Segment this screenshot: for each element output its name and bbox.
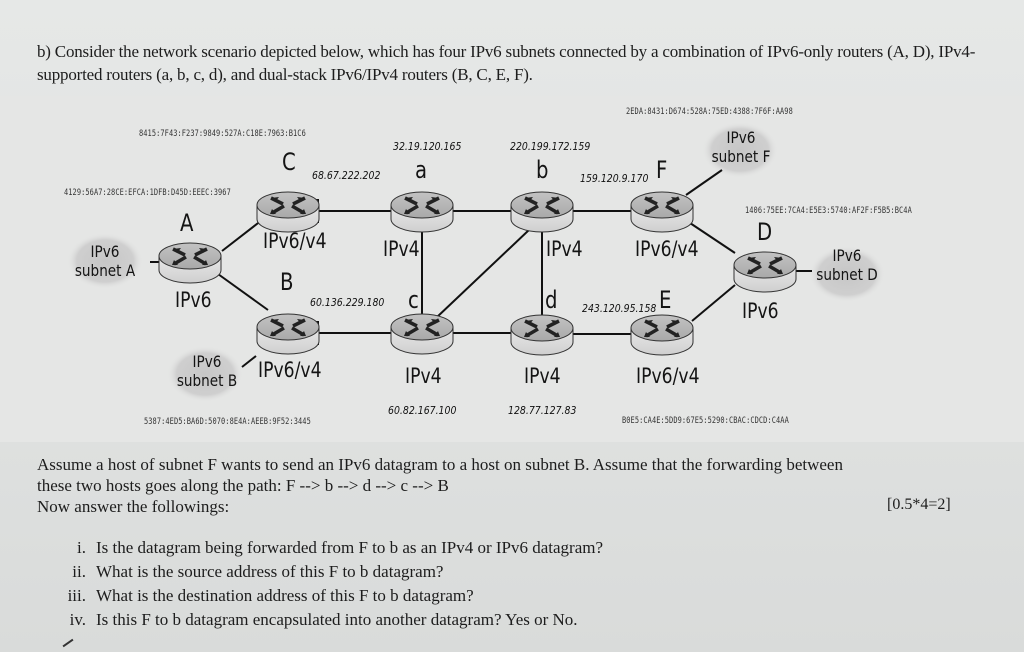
- router-A-name: A: [180, 209, 194, 237]
- ipv4-address-d: 128.77.127.83: [508, 404, 577, 417]
- ipv4-address-b: 220.199.172.159: [510, 140, 591, 153]
- question-item: i. Is the datagram being forwarded from …: [60, 538, 603, 562]
- question-text: What is the source address of this F to …: [96, 562, 444, 581]
- subnet-F-line2: subnet F: [711, 147, 771, 166]
- question-text: Is the datagram being forwarded from F t…: [96, 538, 604, 557]
- router-d-type: IPv4: [524, 364, 561, 388]
- router-d-icon: [509, 313, 575, 357]
- router-b-name: b: [536, 156, 549, 184]
- scenario-line-3: Now answer the followings:: [37, 497, 230, 516]
- subnet-B-line2: subnet B: [176, 371, 238, 390]
- subnet-B-line1: IPv6: [192, 352, 222, 371]
- router-E-name: E: [659, 286, 672, 314]
- question-item: iv. Is this F to b datagram encapsulated…: [60, 610, 603, 634]
- router-D-type: IPv6: [742, 299, 779, 323]
- ipv4-address-B: 60.136.229.180: [310, 296, 385, 309]
- router-C-type: IPv6/v4: [263, 229, 327, 253]
- question-text: Is this F to b datagram encapsulated int…: [96, 610, 578, 629]
- router-d-name: d: [545, 286, 558, 314]
- router-D-name: D: [757, 218, 773, 246]
- question-number: i.: [77, 538, 86, 557]
- network-diagram: IPv6 subnet A IPv6 subnet B IPv6 subnet …: [0, 96, 1024, 442]
- subnet-D-line2: subnet D: [816, 265, 878, 284]
- router-c-name: c: [408, 286, 419, 314]
- router-F-name: F: [656, 156, 668, 184]
- router-a-name: a: [415, 156, 428, 184]
- ipv4-address-E: 243.120.95.158: [582, 302, 657, 315]
- marks-label: [0.5*4=2]: [887, 496, 951, 513]
- router-a-type: IPv4: [383, 237, 420, 261]
- question-text: What is the destination address of this …: [96, 586, 474, 605]
- router-D-icon: [732, 250, 798, 294]
- router-b-icon: [509, 190, 575, 234]
- subnet-A-line1: IPv6: [90, 242, 120, 261]
- router-C-name: C: [282, 148, 296, 176]
- scenario-line-1: Assume a host of subnet F wants to send …: [37, 455, 843, 474]
- router-E-icon: [629, 313, 695, 357]
- question-intro: b) Consider the network scenario depicte…: [37, 42, 976, 84]
- router-c-type: IPv4: [405, 364, 442, 388]
- ipv4-address-a: 32.19.120.165: [393, 140, 462, 153]
- question-item: ii. What is the source address of this F…: [60, 562, 603, 586]
- scenario-text: Assume a host of subnet F wants to send …: [37, 454, 967, 517]
- router-F-icon: [629, 190, 695, 234]
- subnet-A-line2: subnet A: [74, 261, 136, 280]
- subnet-F-label: IPv6 subnet F: [708, 128, 774, 166]
- router-C-icon: [255, 190, 321, 234]
- scenario-line-2: these two hosts goes along the path: F -…: [37, 476, 449, 495]
- ipv6-address-B: 5387:4ED5:BA6D:5070:8E4A:AEEB:9F52:3445: [144, 417, 311, 427]
- ipv4-address-C: 68.67.222.202: [312, 169, 381, 182]
- router-B-name: B: [280, 268, 294, 296]
- ipv6-address-C: 8415:7F43:F237:9849:527A:C18E:7963:B1C6: [139, 129, 306, 139]
- router-B-type: IPv6/v4: [258, 358, 322, 382]
- router-A-icon: [157, 241, 223, 285]
- ipv6-address-A: 4129:56A7:28CE:EFCA:1DFB:D45D:EEEC:3967: [64, 188, 231, 198]
- question-number: ii.: [72, 562, 86, 581]
- router-B-icon: [255, 312, 321, 356]
- router-A-type: IPv6: [175, 288, 212, 312]
- subnet-B-label: IPv6 subnet B: [174, 352, 240, 390]
- router-b-type: IPv4: [546, 237, 583, 261]
- ipv6-address-D: 1406:75EE:7CA4:E5E3:5740:AF2F:F5B5:BC4A: [745, 206, 912, 216]
- subnet-A-label: IPv6 subnet A: [74, 242, 137, 280]
- router-F-type: IPv6/v4: [635, 237, 699, 261]
- question-number: iii.: [67, 586, 86, 605]
- ipv4-address-c: 60.82.167.100: [388, 404, 457, 417]
- ipv6-address-E: B0E5:CA4E:5DD9:67E5:5290:CBAC:CDCD:C4AA: [622, 416, 789, 426]
- question-number: iv.: [69, 610, 86, 629]
- subnet-D-label: IPv6 subnet D: [814, 246, 880, 284]
- router-a-icon: [389, 190, 455, 234]
- question-item: iii. What is the destination address of …: [60, 586, 603, 610]
- subnet-F-line1: IPv6: [726, 128, 756, 147]
- router-c-icon: [389, 312, 455, 356]
- router-E-type: IPv6/v4: [636, 364, 700, 388]
- ipv6-address-F: 2EDA:8431:D674:528A:75ED:4388:7F6F:AA98: [626, 107, 793, 117]
- ipv4-address-F: 159.120.9.170: [580, 172, 649, 185]
- question-list: i. Is the datagram being forwarded from …: [60, 538, 603, 634]
- network-links: [67, 122, 885, 402]
- subnet-D-line1: IPv6: [832, 246, 862, 265]
- pen-mark: [62, 638, 74, 648]
